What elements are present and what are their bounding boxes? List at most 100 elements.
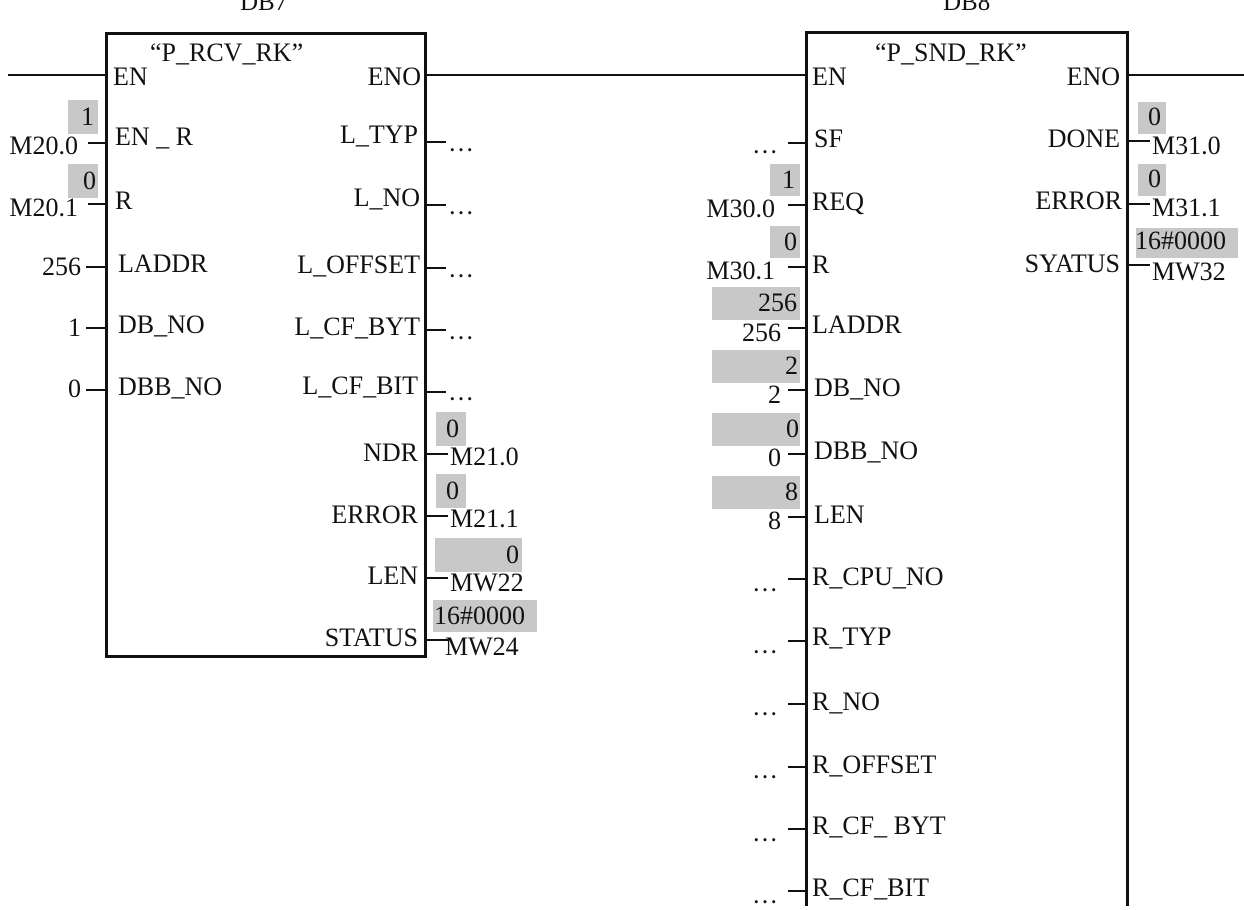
rcv-en-r-status-box [68, 100, 98, 134]
rcv-l-no-operand: … [448, 191, 474, 220]
snd-function-block [805, 31, 1129, 906]
rcv-l-cf-bit-operand: … [448, 377, 474, 406]
snd-block-name: “P_SND_RK” [875, 38, 1027, 67]
rcv-pin-ndr: NDR [363, 438, 418, 467]
snd-r-cpu-no-wire [788, 578, 806, 580]
snd-done-wire [1128, 140, 1150, 142]
rcv-pin-len: LEN [367, 561, 418, 590]
rcv-pin-eno: ENO [367, 62, 421, 91]
rcv-pin-l-cf-bit: L_CF_BIT [302, 371, 418, 400]
rcv-len-wire [426, 577, 448, 579]
rcv-error-operand: M21.1 [450, 504, 519, 533]
rcv-r-status-box [68, 164, 98, 198]
rcv-ndr-status: 0 [446, 414, 459, 443]
snd-syatus-status: 16#0000 [1135, 226, 1226, 255]
rcv-l-typ-operand: … [448, 128, 474, 157]
rcv-len-status-box [435, 538, 522, 572]
snd-done-status-box [1138, 102, 1166, 134]
rcv-len-status: 0 [506, 540, 519, 569]
snd-r-cpu-no-operand: … [752, 568, 778, 597]
snd-pin-len: LEN [814, 500, 865, 529]
rcv-status-wire [426, 639, 448, 641]
rcv-db-no-wire [86, 327, 106, 329]
rcv-error-wire [426, 515, 448, 517]
rcv-block-name: “P_RCV_RK” [150, 38, 304, 67]
snd-eno-line [1128, 74, 1244, 76]
rcv-laddr-wire [86, 266, 106, 268]
snd-laddr-status-box [712, 287, 800, 320]
rcv-pin-en-r: EN _ R [115, 122, 193, 151]
rcv-r-status: 0 [83, 166, 96, 195]
snd-syatus-operand: MW32 [1152, 257, 1226, 286]
rcv-function-block [105, 32, 427, 658]
rcv-en-r-operand: M20.0 [9, 131, 78, 160]
snd-r-wire [788, 266, 806, 268]
rcv-pin-status: STATUS [324, 623, 418, 652]
snd-r-typ-operand: … [752, 630, 778, 659]
snd-r-typ-wire [788, 640, 806, 642]
snd-r-operand: M30.1 [706, 256, 775, 285]
snd-r-no-wire [788, 703, 806, 705]
snd-len-status-box [712, 476, 800, 509]
rcv-pin-laddr: LADDR [118, 249, 208, 278]
rcv-ndr-wire [426, 453, 448, 455]
snd-laddr-operand: 256 [742, 318, 781, 347]
snd-pin-db-no: DB_NO [814, 373, 901, 402]
snd-pin-r-cpu-no: R_CPU_NO [812, 562, 944, 591]
snd-dbb-no-operand: 0 [768, 443, 781, 472]
snd-syatus-wire [1128, 264, 1150, 266]
snd-db-no-operand: 2 [768, 380, 781, 409]
rcv-instance-db: DB7 [240, 0, 288, 16]
snd-pin-en: EN [812, 62, 847, 91]
snd-error-wire [1128, 203, 1150, 205]
rcv-db-no-operand: 1 [68, 313, 81, 342]
rcv-en-r-status: 1 [81, 102, 94, 131]
snd-syatus-status-box [1136, 228, 1238, 258]
snd-req-status: 1 [782, 165, 795, 194]
snd-req-operand: M30.0 [706, 194, 775, 223]
rcv-ndr-operand: M21.0 [450, 442, 519, 471]
snd-pin-r-cf-bit: R_CF_BIT [812, 873, 930, 902]
rcv-l-cf-byt-operand: … [448, 316, 474, 345]
snd-pin-syatus: SYATUS [1024, 249, 1120, 278]
snd-r-cf-byt-operand: … [752, 818, 778, 847]
rcv-pin-l-typ: L_TYP [340, 120, 418, 149]
rcv-error-status-box [436, 474, 466, 508]
snd-error-status: 0 [1148, 164, 1161, 193]
rcv-l-cf-byt-wire [426, 329, 446, 331]
snd-r-status: 0 [784, 227, 797, 256]
rcv-pin-error: ERROR [331, 500, 418, 529]
snd-sf-wire [788, 142, 806, 144]
snd-pin-sf: SF [814, 124, 843, 153]
snd-pin-done: DONE [1047, 124, 1120, 153]
snd-pin-error: ERROR [1035, 186, 1122, 215]
snd-dbb-no-status: 0 [786, 414, 799, 443]
rcv-dbb-no-wire [86, 389, 106, 391]
snd-sf-operand: … [752, 130, 778, 159]
snd-req-wire [788, 204, 806, 206]
snd-done-operand: M31.0 [1152, 131, 1221, 160]
snd-dbb-no-status-box [712, 413, 800, 446]
rcv-l-typ-wire [426, 141, 446, 143]
snd-pin-dbb-no: DBB_NO [814, 436, 919, 465]
rcv-l-offset-wire [426, 267, 446, 269]
snd-pin-eno: ENO [1066, 62, 1120, 91]
rcv-pin-db-no: DB_NO [118, 310, 205, 339]
snd-pin-laddr: LADDR [812, 310, 902, 339]
rcv-pin-l-offset: L_OFFSET [297, 250, 420, 279]
snd-instance-db: DB8 [943, 0, 991, 16]
snd-dbb-no-wire [788, 453, 806, 455]
rcv-pin-dbb-no: DBB_NO [118, 372, 223, 401]
rcv-error-status: 0 [446, 476, 459, 505]
snd-pin-r-no: R_NO [812, 687, 880, 716]
snd-len-status: 8 [785, 477, 798, 506]
rcv-en-r-wire [88, 142, 106, 144]
eno-to-en-line [426, 74, 808, 76]
rcv-en-line [8, 74, 106, 76]
snd-len-wire [788, 516, 806, 518]
rcv-l-no-wire [426, 204, 446, 206]
snd-pin-r-offset: R_OFFSET [812, 750, 937, 779]
rcv-dbb-no-operand: 0 [68, 374, 81, 403]
rcv-status-status: 16#0000 [434, 601, 525, 630]
